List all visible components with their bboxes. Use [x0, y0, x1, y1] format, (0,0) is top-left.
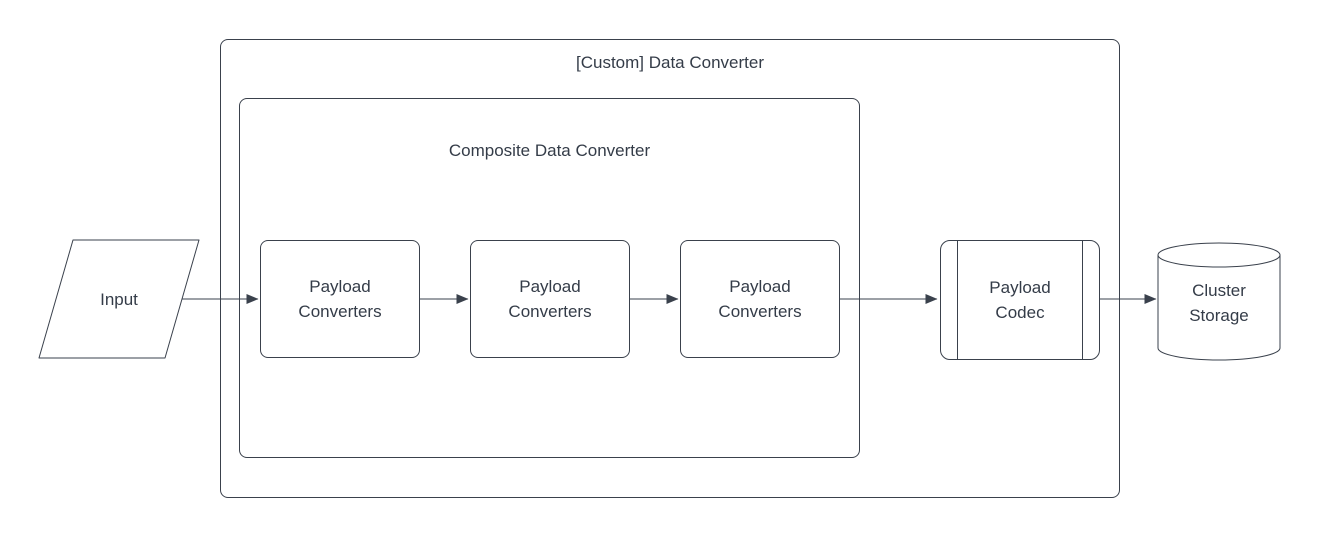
cluster-storage-label: Cluster Storage	[1189, 280, 1249, 325]
payload-converters-label-2: Payload Converters	[508, 277, 592, 321]
predefined-process-right-bar	[1082, 241, 1083, 359]
payload-converters-node-3	[680, 240, 840, 358]
payload-converters-node-1	[260, 240, 420, 358]
payload-codec-node	[940, 240, 1100, 360]
payload-converters-label-1: Payload Converters	[298, 277, 382, 321]
payload-codec-label: Payload Codec	[989, 278, 1051, 322]
custom-data-converter-title: [Custom] Data Converter	[575, 53, 764, 72]
payload-converters-label-3: Payload Converters	[718, 277, 802, 321]
composite-data-converter-title: Composite Data Converter	[448, 141, 651, 160]
input-node-label: Input	[100, 289, 138, 309]
payload-converters-node-2	[470, 240, 630, 358]
predefined-process-left-bar	[957, 241, 958, 359]
